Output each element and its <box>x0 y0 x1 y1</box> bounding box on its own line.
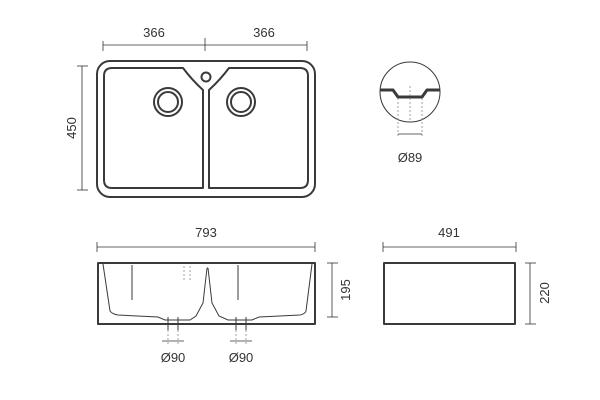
tap-hole <box>200 71 212 83</box>
front-left-bowl-profile <box>102 263 208 321</box>
bowl-height-label: 195 <box>338 279 353 301</box>
overall-width-label: 793 <box>195 225 217 240</box>
front-right-bowl-profile <box>207 263 313 321</box>
top-view: 366 366 450 <box>64 25 316 198</box>
side-body <box>383 262 516 325</box>
front-view: 793 Ø90 Ø90 <box>96 225 353 365</box>
left-waste-diameter-label: Ø90 <box>161 350 186 365</box>
waste-diameter-label: Ø89 <box>398 150 423 165</box>
front-left-waste: Ø90 <box>161 317 186 365</box>
side-view: 491 220 <box>382 225 552 325</box>
detail-circle <box>379 61 441 123</box>
dimension-left-bowl-width: 366 <box>102 25 206 51</box>
left-bowl-outline <box>103 67 204 189</box>
right-bowl-width-label: 366 <box>253 25 275 40</box>
right-bowl-outline <box>208 67 309 189</box>
dimension-side-width: 491 <box>382 225 517 252</box>
sink-outer-rim <box>96 60 316 198</box>
detail-section <box>380 88 440 99</box>
dimension-right-bowl-width: 366 <box>205 25 308 51</box>
dimension-side-height: 220 <box>525 262 552 325</box>
front-right-waste: Ø90 <box>229 317 254 365</box>
left-waste <box>153 87 183 117</box>
depth-label: 450 <box>64 117 79 139</box>
waste-detail: Ø89 <box>379 61 441 165</box>
side-width-label: 491 <box>438 225 460 240</box>
front-body <box>97 262 316 325</box>
dimension-depth: 450 <box>64 65 88 191</box>
right-waste-diameter-label: Ø90 <box>229 350 254 365</box>
side-height-label: 220 <box>537 282 552 304</box>
dimension-bowl-height: 195 <box>327 262 353 318</box>
right-waste <box>226 87 256 117</box>
dimension-overall-width: 793 <box>96 225 316 252</box>
left-bowl-width-label: 366 <box>143 25 165 40</box>
